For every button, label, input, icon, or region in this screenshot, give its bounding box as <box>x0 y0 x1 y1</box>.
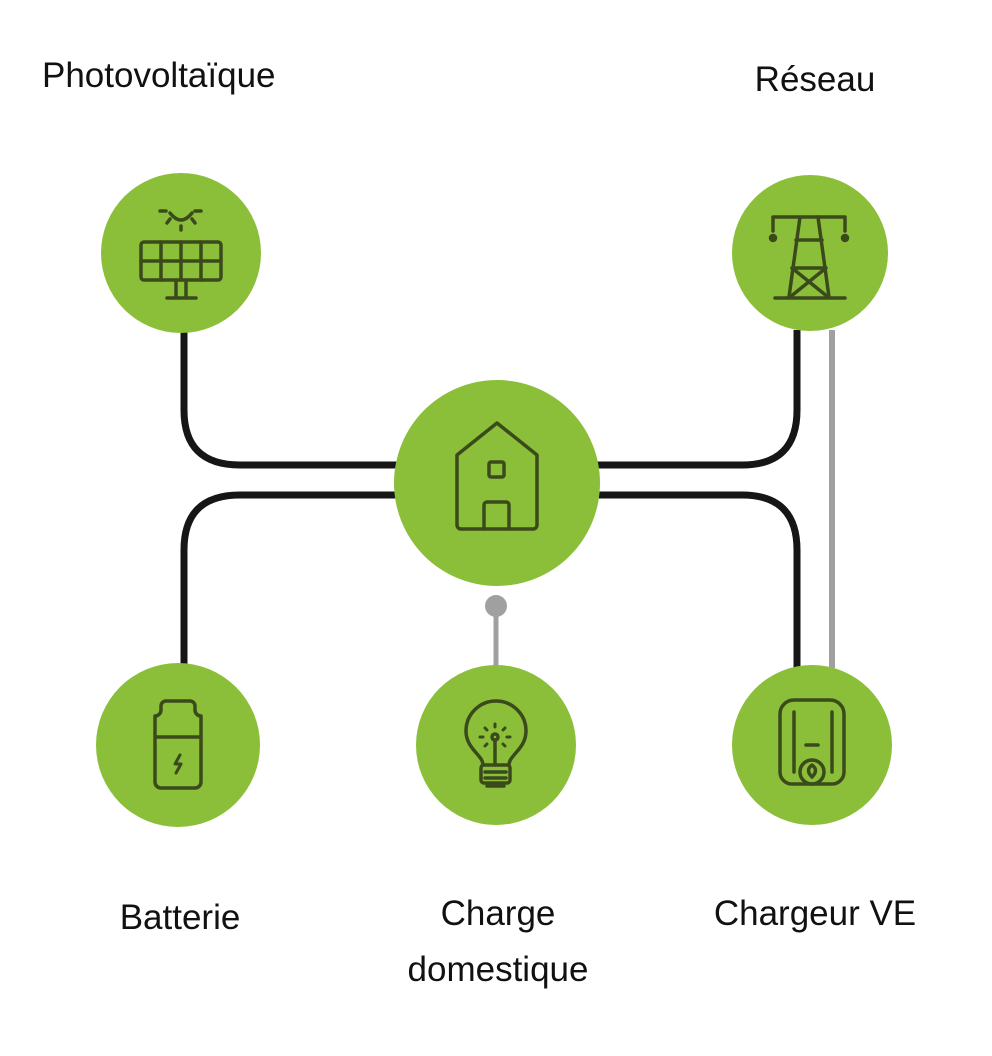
label-pv: Photovoltaïque <box>42 56 276 95</box>
label-grid: Réseau <box>754 60 876 99</box>
label-household-load-line2: domestique <box>407 950 589 989</box>
node-battery[interactable] <box>96 663 260 827</box>
label-household-load: Charge domestique <box>370 886 626 998</box>
signal-dot <box>485 595 507 617</box>
line-home-to-ev-charger <box>595 491 801 668</box>
node-pv[interactable] <box>101 173 261 333</box>
house-icon <box>455 421 539 531</box>
label-ev-charger: Chargeur VE <box>713 894 917 933</box>
ev-wallbox-icon <box>778 698 846 786</box>
label-household-load-line1: Charge <box>440 894 556 933</box>
node-household-load[interactable] <box>416 665 576 825</box>
node-grid[interactable] <box>732 175 888 331</box>
node-ev-charger[interactable] <box>732 665 892 825</box>
light-bulb-icon <box>464 699 528 788</box>
line-grid-to-home <box>595 330 801 469</box>
battery-charging-icon <box>153 699 203 790</box>
node-home[interactable] <box>394 380 600 586</box>
line-pv-to-home <box>180 330 400 469</box>
line-home-to-battery <box>180 491 400 668</box>
label-battery: Batterie <box>119 898 241 937</box>
solar-panel-icon <box>139 209 223 300</box>
power-pylon-icon <box>768 215 850 300</box>
